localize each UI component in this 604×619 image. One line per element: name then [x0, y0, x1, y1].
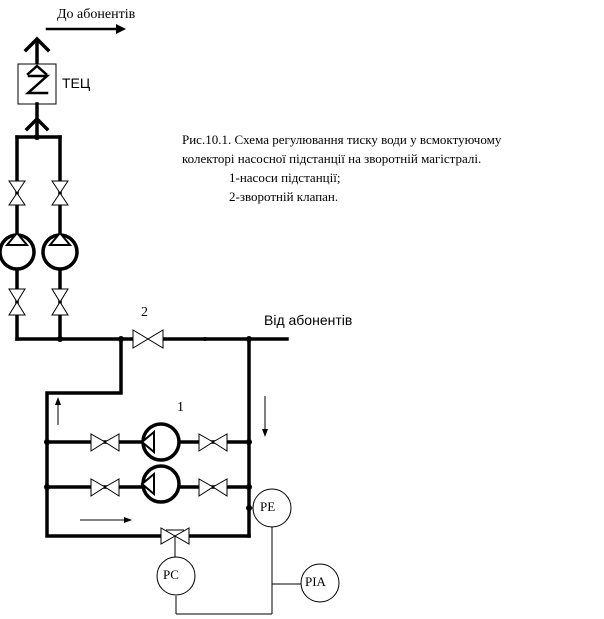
riser-bottom-chevron [24, 102, 50, 139]
instrument-pia: PIA [300, 563, 340, 603]
valve-lower-left [8, 288, 26, 316]
instrument-links [175, 507, 302, 615]
caption-line-2: колекторі насосної підстанції на зворотн… [182, 151, 481, 166]
valve-upper-right [51, 180, 69, 206]
station-pump-1 [140, 422, 181, 462]
caption-line-1: Рис.10.1. Схема регулювання тиску води у… [182, 132, 502, 147]
valve-branch2-left [90, 478, 120, 497]
check-valve-2 [132, 329, 164, 349]
valve-branch1-right [198, 433, 228, 452]
label-valve-2: 2 [141, 305, 148, 320]
label-pumps-1: 1 [177, 400, 184, 415]
chp-heater [17, 63, 57, 105]
caption-line-3: 1-насоси підстанції; [229, 170, 340, 185]
pump-upper-right [41, 231, 79, 271]
valve-branch2-right [198, 478, 228, 497]
outlet-arrow [45, 24, 126, 34]
pump-upper-left [0, 231, 36, 271]
label-pc: PC [163, 567, 179, 582]
caption-line-4: 2-зворотній клапан. [229, 189, 338, 204]
control-valve [160, 527, 190, 558]
flow-arrow-down [262, 396, 268, 437]
pump-station-loop [44, 337, 252, 538]
flow-arrow-right [80, 517, 132, 523]
instrument-pc: PC [156, 556, 196, 596]
flow-arrow-up [55, 397, 61, 425]
label-from-subscribers: Від абонентів [264, 312, 352, 328]
label-pe: PE [260, 499, 275, 514]
label-to-subscribers: До абонентів [57, 7, 136, 22]
label-chp: ТЕЦ [62, 75, 91, 91]
station-pump-2 [140, 464, 181, 504]
riser-top-chevron [23, 36, 51, 66]
label-pia: PIA [305, 574, 327, 589]
valve-lower-right [51, 288, 69, 316]
instrument-pe: PE [252, 488, 292, 528]
valve-upper-left [8, 180, 26, 206]
valve-branch1-left [90, 433, 120, 452]
